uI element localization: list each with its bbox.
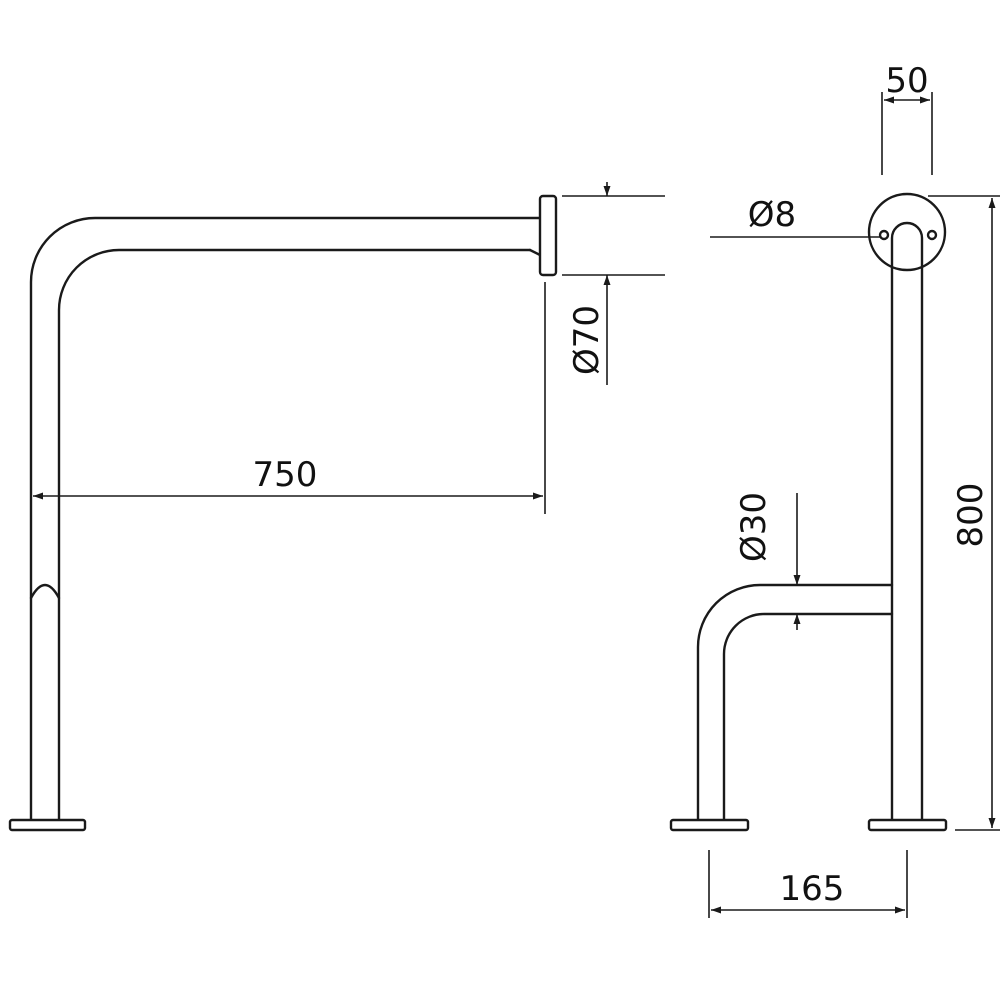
front-support-tube-inner: [722, 612, 894, 822]
front-main-tube: [890, 221, 924, 822]
tube-diameter-label: Ø30: [734, 492, 774, 562]
front-wall-flange: [867, 192, 947, 272]
side-tube-outer: [29, 216, 542, 822]
spacing-label: 165: [780, 869, 845, 909]
offset-label: 50: [885, 61, 928, 101]
length-label: 750: [253, 455, 318, 495]
break-mark: [29, 583, 61, 600]
front-dimensions: [708, 92, 1000, 918]
hole-diameter-label: Ø8: [748, 195, 796, 235]
screw-hole-left: [878, 229, 890, 241]
height-label: 800: [951, 483, 991, 548]
front-floor-flange-left: [669, 818, 750, 832]
flange-diameter-label: Ø70: [567, 305, 607, 375]
front-floor-flange-right: [867, 818, 948, 832]
side-view: [8, 194, 558, 832]
front-view: [669, 192, 948, 832]
front-support-tube-outer: [696, 583, 894, 822]
side-floor-flange: [8, 818, 87, 832]
side-tube-inner: [57, 248, 532, 822]
side-dimensions: [33, 182, 665, 514]
wall-flange: [538, 194, 558, 277]
screw-hole-right: [926, 229, 938, 241]
